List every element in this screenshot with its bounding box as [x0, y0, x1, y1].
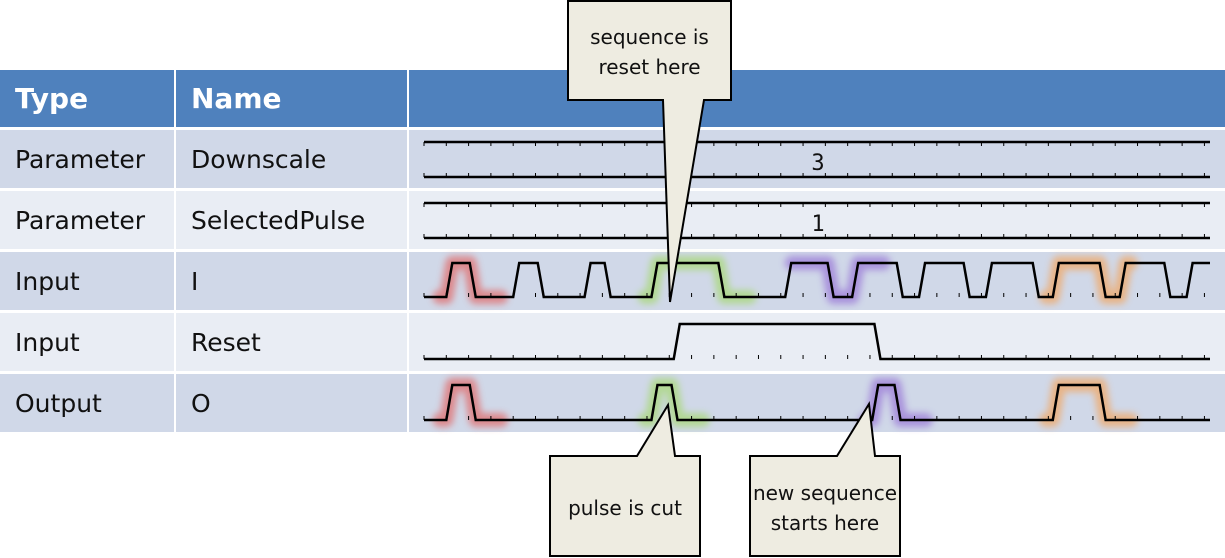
signal-reset-trace	[424, 322, 1210, 361]
header-name: Name	[176, 70, 407, 127]
row-reset-wave	[409, 313, 1225, 371]
callout-reset-line-1: sequence is	[590, 25, 709, 49]
row-i-name: I	[176, 252, 407, 310]
callout-newseq-line-2: starts here	[770, 511, 880, 535]
row-selectedpulse-type: Parameter	[0, 191, 174, 249]
callout-cut-shape	[549, 402, 701, 557]
header-waveform	[409, 70, 1225, 127]
highlight-green-i	[637, 256, 757, 304]
selectedpulse-value: 1	[811, 212, 824, 237]
callout-newseq-text: new sequence starts here	[750, 476, 900, 540]
row-selectedpulse-wave	[409, 191, 1225, 249]
trace-layer	[423, 140, 1210, 422]
bus-value-layer: 3 1	[811, 151, 824, 237]
callout-layer	[549, 0, 901, 557]
callout-cut-line-1: pulse is cut	[568, 496, 682, 520]
downscale-value: 3	[811, 151, 824, 176]
row-downscale-type: Parameter	[0, 130, 174, 188]
highlight-purple-i	[784, 256, 891, 304]
highlight-layer	[432, 256, 1138, 427]
row-downscale-wave	[409, 130, 1225, 188]
row-reset-name: Reset	[176, 313, 407, 371]
row-i-type: Input	[0, 252, 174, 310]
header-type: Type	[0, 70, 174, 127]
callout-newseq-line-1: new sequence	[752, 481, 898, 505]
row-downscale-name: Downscale	[176, 130, 407, 188]
row-selectedpulse-name: SelectedPulse	[176, 191, 407, 249]
signal-o-trace	[424, 383, 1210, 422]
row-o-type: Output	[0, 374, 174, 432]
callout-reset-text: sequence is reset here	[568, 20, 731, 84]
callout-newseq-shape	[749, 401, 901, 557]
callout-cut-text: pulse is cut	[550, 476, 700, 540]
callout-reset-line-2: reset here	[598, 55, 701, 79]
signal-i-trace	[424, 261, 1210, 299]
row-reset-type: Input	[0, 313, 174, 371]
row-o-name: O	[176, 374, 407, 432]
callout-reset-shape	[567, 0, 732, 303]
